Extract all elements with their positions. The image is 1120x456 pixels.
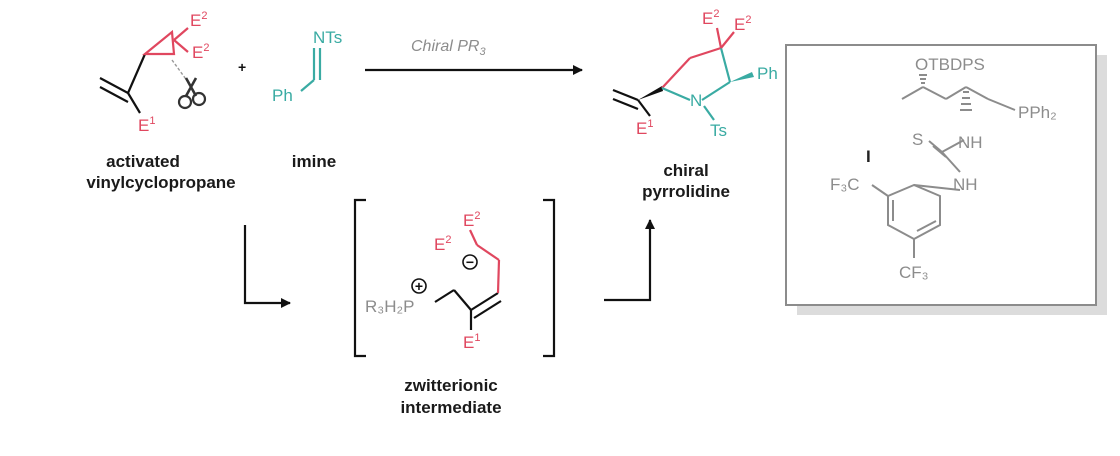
vcp-e2-bottom: E2 <box>192 42 209 62</box>
negative-charge: − <box>466 254 474 270</box>
catalyst-pph2: PPh₂ <box>1018 103 1057 122</box>
product-ts: Ts <box>710 121 727 140</box>
arrow-to-product <box>604 219 655 302</box>
catalyst-structure <box>871 74 1016 258</box>
imine-structure <box>300 48 322 92</box>
intermediate-e2-top: E2 <box>463 210 480 230</box>
catalyst-label: I <box>866 147 871 166</box>
intermediate-e2-left: E2 <box>434 234 451 254</box>
product-ph: Ph <box>757 64 778 83</box>
product-n: N <box>690 91 702 110</box>
catalyst-box <box>785 44 1107 315</box>
pyrrolidine-structure <box>612 27 754 121</box>
intermediate-structure <box>411 229 502 330</box>
imine-label: imine <box>292 152 336 171</box>
intermediate-label-line1: zwitterionic <box>404 376 498 395</box>
vcp-e1: E1 <box>138 115 155 135</box>
positive-charge: + <box>415 278 423 294</box>
imine-nts: NTs <box>313 28 342 47</box>
catalyst-otbdps: OTBDPS <box>915 55 985 74</box>
catalyst-nh-upper: NH <box>958 133 983 152</box>
intermediate-label-line2: intermediate <box>400 398 501 417</box>
product-e2-left: E2 <box>702 8 719 28</box>
vcp-label-line2: vinylcyclopropane <box>86 173 235 192</box>
catalyst-s: S <box>912 130 923 149</box>
catalyst-f3c: F₃C <box>830 175 860 194</box>
catalyst-nh-lower: NH <box>953 175 978 194</box>
product-label-line2: pyrrolidine <box>642 182 730 201</box>
positive-charge-icon <box>411 278 427 294</box>
product-e2-right: E2 <box>734 14 751 34</box>
reaction-conditions: Chiral PR3 <box>411 38 486 58</box>
negative-charge-icon <box>462 254 478 270</box>
product-e1: E1 <box>636 118 653 138</box>
imine-ph: Ph <box>272 86 293 105</box>
vcp-label-line1: activated <box>106 152 180 171</box>
intermediate-brackets <box>353 198 556 358</box>
product-label-line1: chiral <box>663 161 708 180</box>
vinylcyclopropane-structure <box>99 27 207 114</box>
intermediate-e1: E1 <box>463 332 480 352</box>
scissors-icon <box>171 59 207 110</box>
arrow-to-intermediate <box>243 225 291 308</box>
intermediate-phosphonium: R₃H₂P <box>365 297 414 316</box>
catalyst-cf3: CF₃ <box>899 263 929 282</box>
plus-sign: + <box>238 59 246 75</box>
vcp-e2-top: E2 <box>190 10 207 30</box>
